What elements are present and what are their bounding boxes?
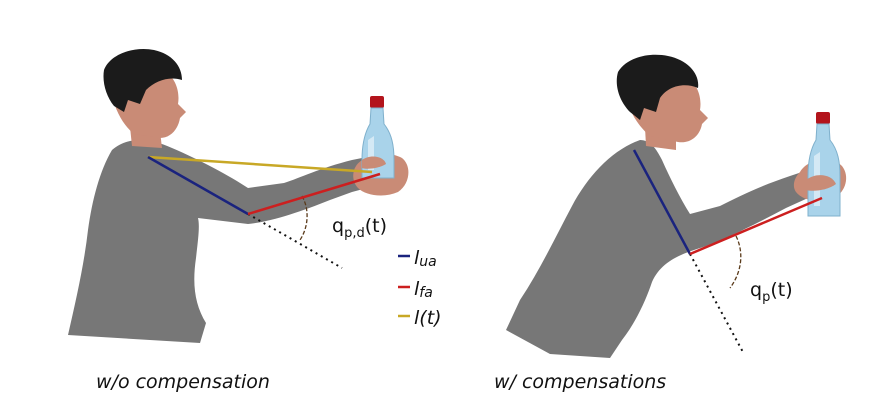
left-figure: qp,d(t) — [68, 48, 409, 343]
left-forearm-line — [247, 172, 381, 216]
left-hair — [103, 48, 182, 112]
left-thumb — [362, 156, 386, 169]
right-caption: w/ compensations — [494, 371, 666, 393]
svg-text:lfa: lfa — [414, 278, 433, 301]
right-bottle — [807, 112, 841, 217]
legend-item-upper-arm: lua — [398, 247, 437, 270]
right-figure: qp(t) — [506, 54, 847, 358]
right-angle-label: qp(t) — [750, 279, 793, 305]
left-angle-arc — [299, 195, 308, 241]
legend: lua lfa l(t) — [398, 247, 442, 329]
left-angle-label: qp,d(t) — [332, 215, 387, 241]
right-upper-arm-line — [632, 149, 692, 255]
right-extension-dotted-line — [689, 253, 745, 355]
left-torso — [68, 140, 398, 343]
right-angle-arc — [729, 235, 742, 289]
right-fingers — [806, 175, 836, 191]
right-torso — [506, 140, 826, 358]
right-hair — [616, 54, 699, 120]
legend-item-forearm: lfa — [398, 278, 433, 301]
left-extension-dotted-line — [247, 213, 343, 269]
right-forearm-line — [689, 196, 823, 256]
left-reach-line — [147, 155, 373, 174]
legend-item-reach: l(t) — [398, 307, 442, 329]
left-caption: w/o compensation — [96, 371, 270, 393]
left-upper-arm-line — [147, 155, 249, 216]
svg-text:lua: lua — [414, 247, 437, 270]
svg-text:l(t): l(t) — [414, 307, 442, 329]
